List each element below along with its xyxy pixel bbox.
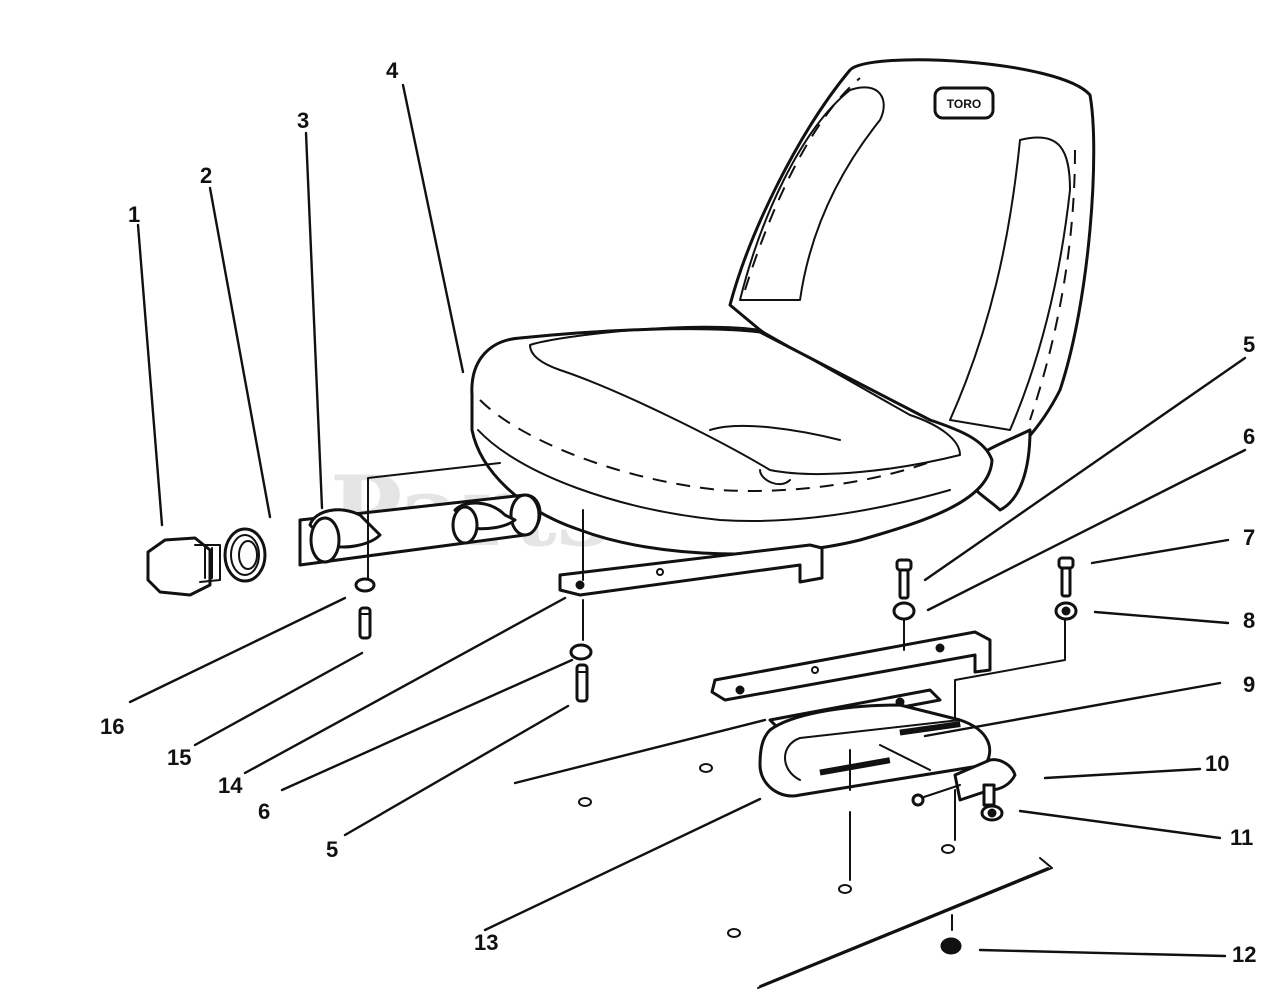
callout-13: 13 — [474, 930, 498, 955]
bolt-5-lower — [575, 599, 589, 703]
callout-4: 4 — [386, 58, 399, 83]
callout-6-right: 6 — [1243, 424, 1255, 449]
bolt-15 — [358, 606, 372, 640]
seat-assembly: TORO — [470, 58, 1096, 556]
pivot-tube-assembly — [146, 462, 542, 597]
callout-5-left: 5 — [326, 837, 338, 862]
upper-seat-rail — [558, 509, 824, 597]
seat-logo-text: TORO — [947, 97, 981, 111]
washer-16 — [354, 577, 376, 593]
callout-9: 9 — [1243, 672, 1255, 697]
callout-10: 10 — [1205, 751, 1229, 776]
callout-5-right: 5 — [1243, 332, 1255, 357]
callout-3: 3 — [297, 108, 309, 133]
seat-logo-badge — [933, 86, 995, 120]
washer-6-upper — [892, 601, 916, 621]
bolt-7 — [1057, 556, 1075, 598]
callout-1: 1 — [128, 202, 140, 227]
callout-12: 12 — [1232, 942, 1256, 967]
floor-plate — [578, 763, 1053, 989]
leader-lines — [128, 83, 1247, 958]
end-plug — [146, 536, 212, 597]
callout-2: 2 — [200, 163, 212, 188]
callout-15: 15 — [167, 745, 191, 770]
callout-14: 14 — [218, 773, 243, 798]
callout-11: 11 — [1230, 825, 1253, 850]
callout-16: 16 — [100, 714, 124, 739]
nut-12 — [940, 914, 962, 955]
callout-labels: 1 2 3 4 5 6 7 8 9 10 11 12 13 14 15 16 6… — [100, 58, 1256, 967]
callout-8: 8 — [1243, 608, 1255, 633]
washer-6-lower — [569, 643, 593, 661]
bolt-5-upper — [895, 558, 913, 600]
callout-6-left: 6 — [258, 799, 270, 824]
callout-7: 7 — [1243, 525, 1255, 550]
adjustment-knob — [911, 758, 1017, 807]
